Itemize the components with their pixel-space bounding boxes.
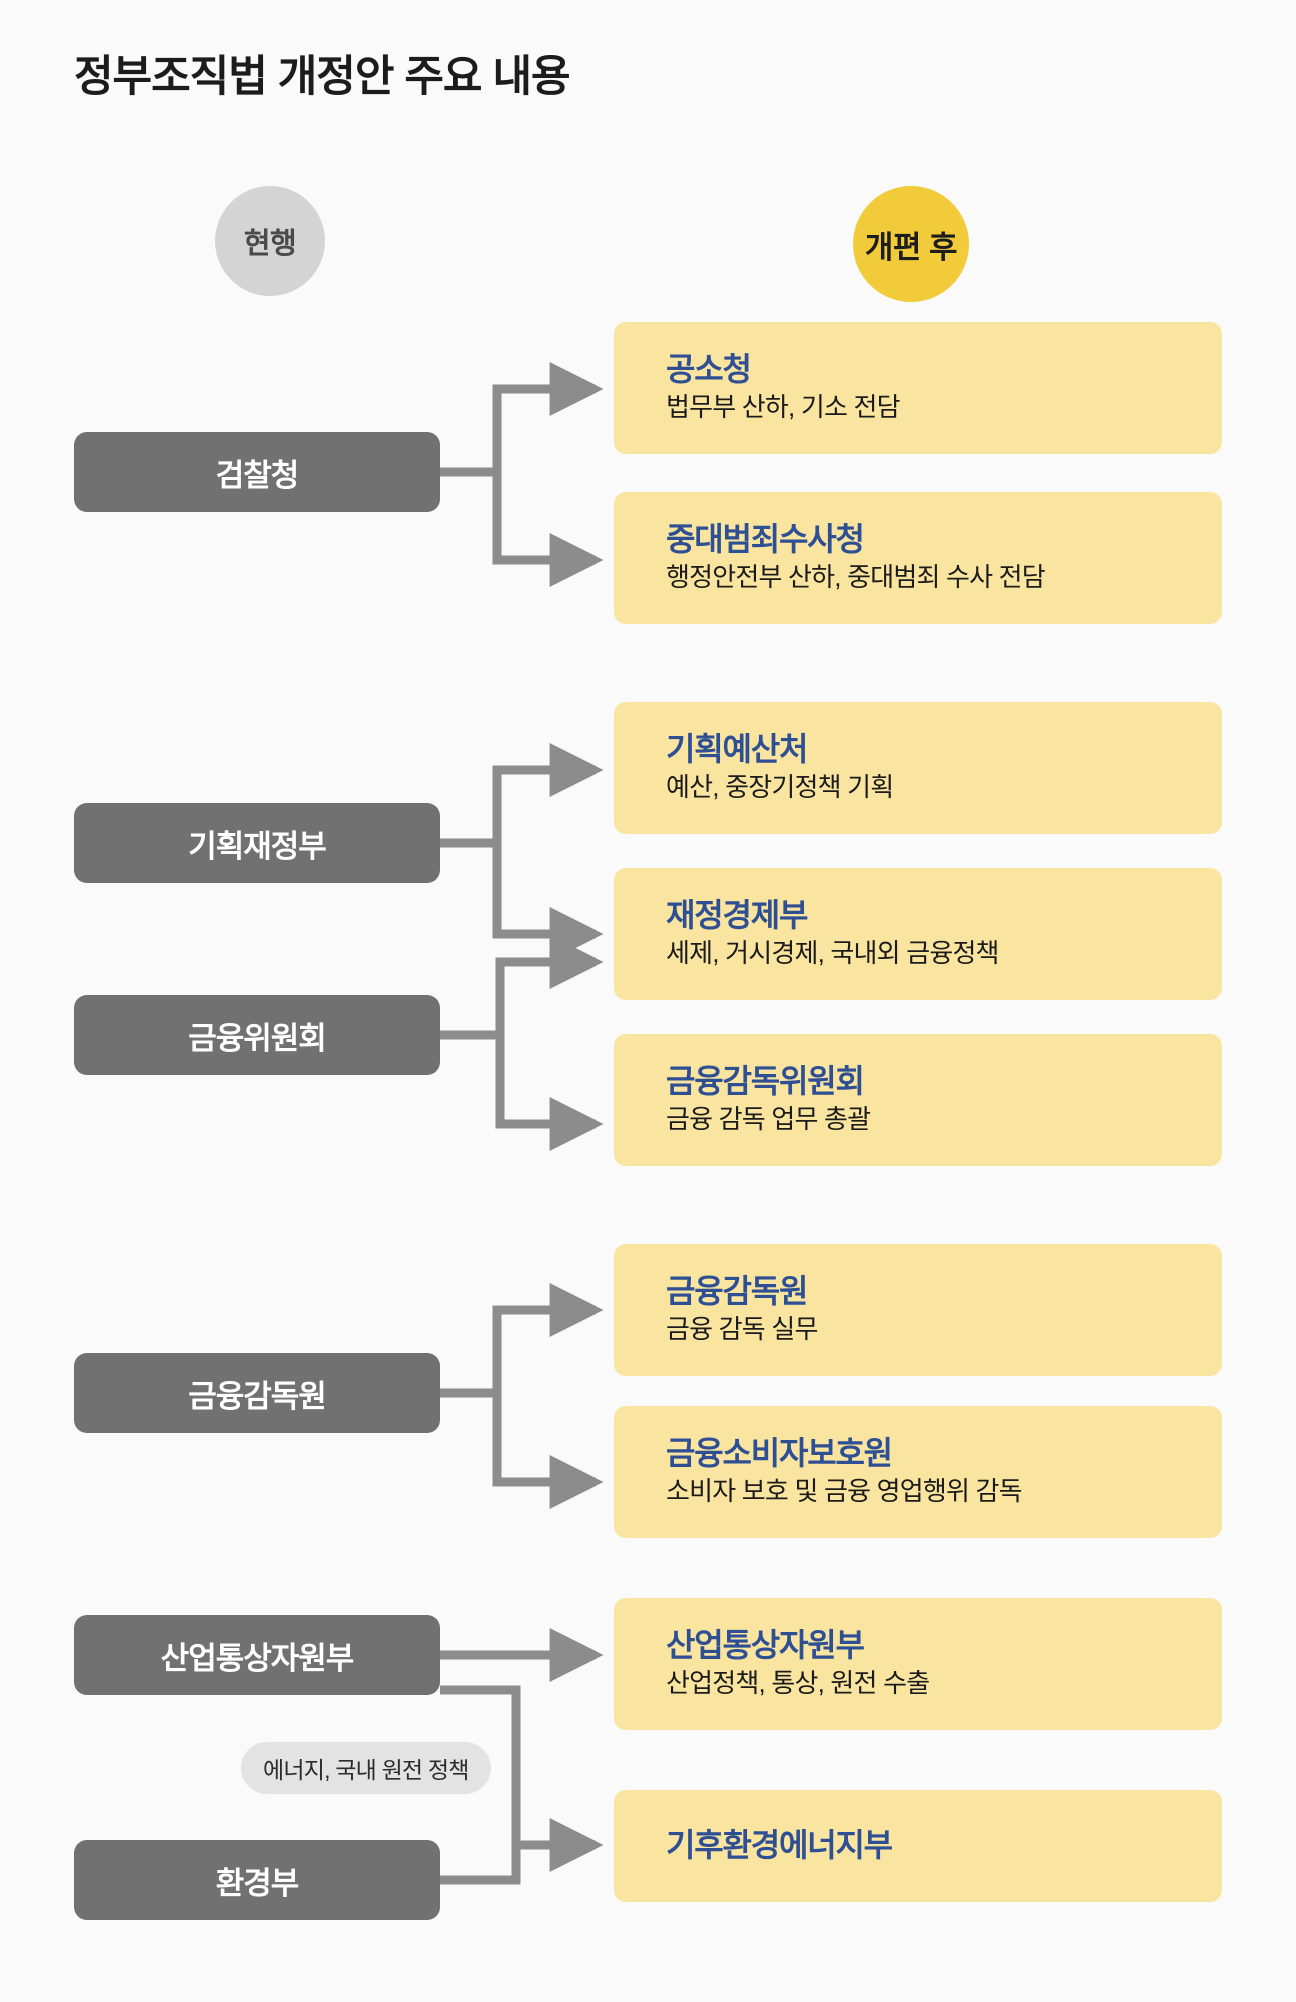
after-box-ministry-climate-environment-energy[interactable]: 기후환경에너지부 <box>614 1790 1222 1902</box>
after-box-desc: 금융 감독 업무 총괄 <box>666 1104 871 1135</box>
annotation-energy-policy-label: 에너지, 국내 원전 정책 <box>263 1757 469 1783</box>
after-box-financial-supervisory-commission[interactable]: 금융감독위원회 금융 감독 업무 총괄 <box>614 1034 1222 1166</box>
current-box-label: 산업통상자원부 <box>160 1640 355 1676</box>
after-box-desc: 예산, 중장기정책 기획 <box>666 772 894 803</box>
current-box-financial-supervisory-service[interactable]: 금융감독원 <box>74 1353 440 1433</box>
current-box-label: 검찰청 <box>215 457 300 493</box>
after-box-title: 금융소비자보호원 <box>666 1435 893 1472</box>
after-box-serious-crime-investigation-agency[interactable]: 중대범죄수사청 행정안전부 산하, 중대범죄 수사 전담 <box>614 492 1222 624</box>
after-box-planning-budget-office[interactable]: 기획예산처 예산, 중장기정책 기획 <box>614 702 1222 834</box>
after-box-title: 중대범죄수사청 <box>666 521 865 558</box>
after-box-title: 재정경제부 <box>666 897 808 934</box>
after-box-title: 기후환경에너지부 <box>666 1827 893 1864</box>
after-box-desc: 법무부 산하, 기소 전담 <box>666 392 901 423</box>
after-box-desc: 산업정책, 통상, 원전 수출 <box>666 1668 930 1699</box>
current-box-ministry-economy-finance[interactable]: 기획재정부 <box>74 803 440 883</box>
after-box-public-prosecution-office[interactable]: 공소청 법무부 산하, 기소 전담 <box>614 322 1222 454</box>
after-box-ministry-trade-industry-energy[interactable]: 산업통상자원부 산업정책, 통상, 원전 수출 <box>614 1598 1222 1730</box>
after-box-financial-consumer-protection-agency[interactable]: 금융소비자보호원 소비자 보호 및 금융 영업행위 감독 <box>614 1406 1222 1538</box>
after-box-desc: 금융 감독 실무 <box>666 1314 818 1345</box>
current-box-prosecution-service[interactable]: 검찰청 <box>74 432 440 512</box>
current-box-label: 기획재정부 <box>188 828 327 864</box>
annotation-energy-policy: 에너지, 국내 원전 정책 <box>241 1742 491 1794</box>
after-box-title: 금융감독원 <box>666 1273 808 1310</box>
page-title: 정부조직법 개정안 주요 내용 <box>74 53 571 101</box>
after-box-title: 금융감독위원회 <box>666 1063 865 1100</box>
current-box-financial-services-commission[interactable]: 금융위원회 <box>74 995 440 1075</box>
after-box-title: 산업통상자원부 <box>666 1627 865 1664</box>
current-box-ministry-environment[interactable]: 환경부 <box>74 1840 440 1920</box>
after-box-title: 공소청 <box>666 351 752 388</box>
after-box-financial-supervisory-service[interactable]: 금융감독원 금융 감독 실무 <box>614 1244 1222 1376</box>
current-box-label: 환경부 <box>215 1865 300 1901</box>
current-box-ministry-trade-industry-energy[interactable]: 산업통상자원부 <box>74 1615 440 1695</box>
current-box-label: 금융감독원 <box>188 1378 327 1414</box>
column-header-after: 개편 후 <box>853 186 969 302</box>
after-box-title: 기획예산처 <box>666 731 808 768</box>
column-header-after-label: 개편 후 <box>864 229 958 265</box>
after-box-desc: 세제, 거시경제, 국내외 금융정책 <box>666 938 999 969</box>
column-header-current: 현행 <box>215 186 325 296</box>
current-box-label: 금융위원회 <box>188 1020 327 1056</box>
after-box-ministry-finance-economy[interactable]: 재정경제부 세제, 거시경제, 국내외 금융정책 <box>614 868 1222 1000</box>
column-header-current-label: 현행 <box>243 228 297 260</box>
after-box-desc: 소비자 보호 및 금융 영업행위 감독 <box>666 1476 1023 1507</box>
after-box-desc: 행정안전부 산하, 중대범죄 수사 전담 <box>666 562 1046 593</box>
